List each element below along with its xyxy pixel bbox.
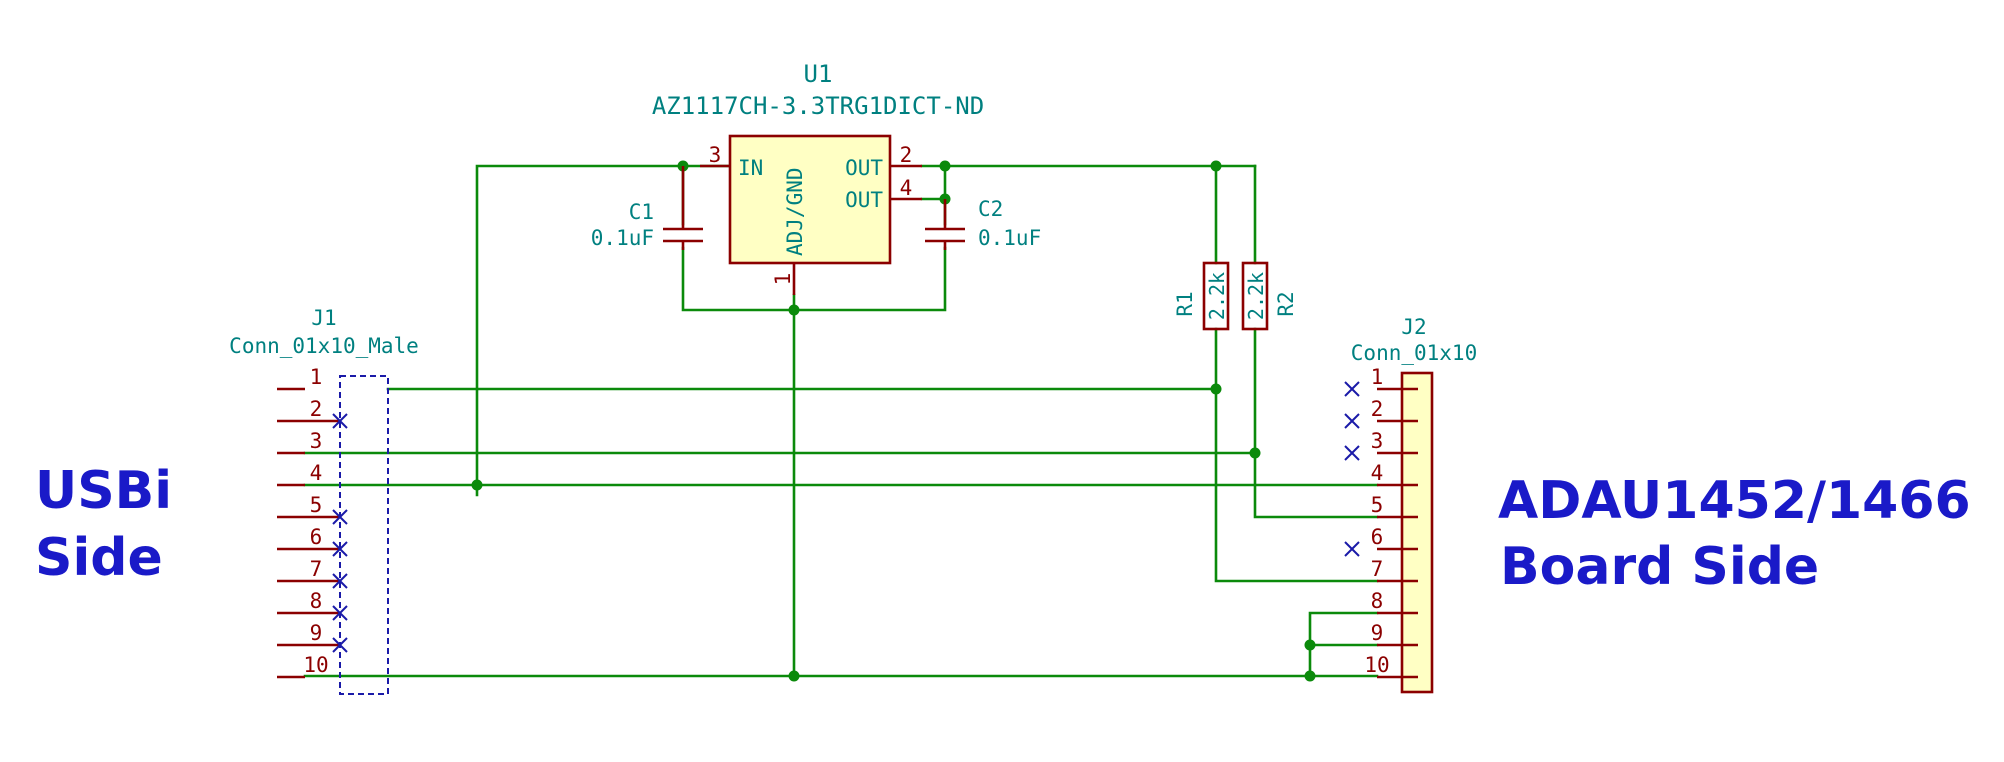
r1-ref: R1 [1173, 291, 1197, 316]
j2-pin-number: 9 [1371, 621, 1384, 645]
r2-ref: R2 [1274, 291, 1298, 316]
r2-value: 2.2k [1244, 272, 1268, 320]
j1-pin-number: 3 [310, 429, 323, 453]
c2-value: 0.1uF [978, 226, 1041, 250]
j2-value: Conn_01x10 [1351, 341, 1477, 365]
capacitor-c1: C1 0.1uF [591, 166, 703, 250]
c2-ref: C2 [978, 197, 1003, 221]
no-connect-icon [1344, 413, 1360, 429]
j1-pin-number: 2 [310, 397, 323, 421]
c1-value: 0.1uF [591, 226, 654, 250]
r1-value: 2.2k [1205, 272, 1229, 320]
connector-j2: J2 Conn_01x10 1 2 3 4 5 6 7 8 9 10 [1344, 315, 1477, 694]
j1-pin-number: 5 [310, 493, 323, 517]
u1-pin-out1-label: OUT [845, 156, 883, 180]
j2-pins: 1 2 3 4 5 6 7 8 9 10 [1344, 365, 1418, 679]
u1-value: AZ1117CH-3.3TRG1DICT-ND [652, 92, 984, 120]
connector-j1: J1 Conn_01x10_Male 1 2 3 4 5 6 7 8 9 10 [229, 306, 419, 695]
j1-pin-number: 4 [310, 461, 323, 485]
resistor-r1: 2.2k R1 [1173, 261, 1230, 331]
right-side-label-line1: ADAU1452/1466 [1498, 471, 1971, 531]
j2-ref: J2 [1401, 315, 1426, 339]
j1-pin-number: 6 [310, 525, 323, 549]
capacitor-c2: C2 0.1uF [925, 197, 1041, 250]
c1-ref: C1 [629, 200, 654, 224]
no-connect-icon [1344, 445, 1360, 461]
right-side-label-line2: Board Side [1500, 537, 1819, 597]
j2-pin-number: 10 [1364, 653, 1389, 677]
resistor-r2: 2.2k R2 [1241, 261, 1298, 331]
j2-pin-number: 8 [1371, 589, 1384, 613]
regulator-u1: U1 AZ1117CH-3.3TRG1DICT-ND IN OUT OUT AD… [652, 60, 984, 295]
no-connect-icon [332, 573, 348, 589]
u1-pin2-number: 2 [900, 143, 913, 167]
j2-pin-number: 7 [1371, 557, 1384, 581]
j2-pin-number: 2 [1371, 397, 1384, 421]
j2-pin-number: 5 [1371, 493, 1384, 517]
u1-ref: U1 [804, 60, 833, 88]
wires [303, 164, 1379, 678]
left-side-label-line2: Side [35, 528, 163, 588]
no-connect-icon [332, 541, 348, 557]
j1-value: Conn_01x10_Male [229, 334, 419, 358]
u1-pin-out2-label: OUT [845, 188, 883, 212]
no-connect-icon [332, 413, 348, 429]
u1-pin4-number: 4 [900, 176, 913, 200]
j1-ref: J1 [311, 306, 336, 330]
j1-pin-number: 9 [310, 621, 323, 645]
no-connect-icon [332, 637, 348, 653]
j1-pin-number: 8 [310, 589, 323, 613]
j2-pin-number: 3 [1371, 429, 1384, 453]
j1-pin-number: 10 [303, 653, 328, 677]
j1-pins: 1 2 3 4 5 6 7 8 9 10 [277, 365, 348, 679]
u1-pin-gnd-label: ADJ/GND [783, 167, 807, 256]
left-side-label-line1: USBi [35, 461, 172, 521]
u1-pin-in-label: IN [738, 156, 763, 180]
junctions [471, 160, 1316, 682]
u1-pin3-number: 3 [709, 143, 722, 167]
no-connect-icon [1344, 381, 1360, 397]
j2-pin-number: 1 [1371, 365, 1384, 389]
j1-pin-number: 1 [310, 365, 323, 389]
no-connect-icon [332, 605, 348, 621]
no-connect-icon [332, 509, 348, 525]
j2-pin-number: 6 [1371, 525, 1384, 549]
no-connect-icon [1344, 541, 1360, 557]
j1-pin-number: 7 [310, 557, 323, 581]
j2-pin-number: 4 [1371, 461, 1384, 485]
u1-pin1-number: 1 [771, 273, 795, 286]
